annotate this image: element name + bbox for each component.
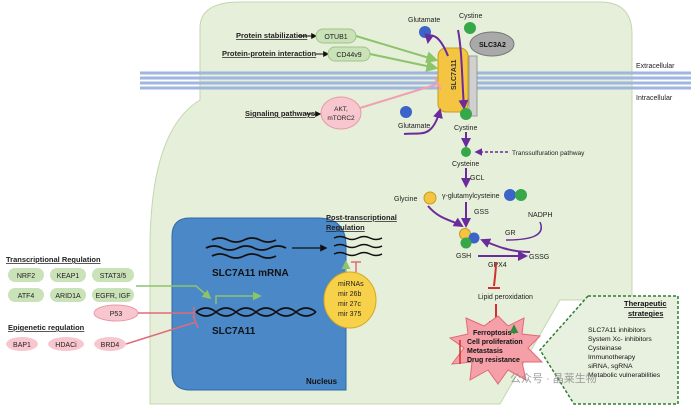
mirna-27c: mir 27c xyxy=(338,301,361,308)
glutamate-top-molecule xyxy=(419,26,431,38)
therapeutic-item: SLC7A11 inhibitors xyxy=(588,327,646,334)
gcl-label: GCL xyxy=(470,175,485,182)
slc3a2-subunit xyxy=(469,31,515,57)
protein-stabilization-label: Protein stabilization xyxy=(236,31,308,40)
akt-label: AKT, xyxy=(334,106,348,113)
tf-arid1a: ARID1A xyxy=(55,293,81,300)
p53-label: P53 xyxy=(110,311,123,318)
tf-keap1: KEAP1 xyxy=(57,273,80,280)
cystine-top-label: Cystine xyxy=(459,13,482,20)
slc3a2-stalk xyxy=(468,55,478,117)
therapeutic-item: siRNA, sgRNA xyxy=(588,363,633,370)
tf-stat35: STAT3/5 xyxy=(100,273,127,280)
mirna-label: miRNAs xyxy=(338,281,364,288)
cd44v9-label: CD44v9 xyxy=(336,52,361,59)
glutamate-in-label: Glutamate xyxy=(398,123,430,130)
gpx4-label: GPX4 xyxy=(488,262,507,269)
epigenetic-factors: BAP1 HDACi BRD4 xyxy=(6,337,126,351)
cysteine-label: Cysteine xyxy=(452,161,479,168)
mrna-label: SLC7A11 mRNA xyxy=(212,268,289,279)
gsh-label: GSH xyxy=(456,253,471,260)
therapeutic-title-1: Therapeutic xyxy=(624,299,667,308)
transsulfuration-label: Transsulfuration pathway xyxy=(512,150,585,157)
cysteine-molecule xyxy=(461,147,471,157)
glutamate-top-label: Glutamate xyxy=(408,17,440,24)
nadph-label: NADPH xyxy=(528,212,553,219)
post-transcriptional-title-2: Regulation xyxy=(326,223,365,232)
tf-egfr-igf: EGFR, IGF xyxy=(96,293,131,300)
epigenetic-title: Epigenetic regulation xyxy=(8,323,85,332)
cystine-in-label: Cystine xyxy=(454,125,477,132)
extracellular-label: Extracellular xyxy=(636,63,675,70)
gamma-glutamylcysteine-label: γ-glutamylcysteine xyxy=(442,193,500,200)
mirna-375: mir 375 xyxy=(338,311,361,318)
outcome-cell-proliferation: Cell proliferation xyxy=(467,339,523,346)
cell-membrane xyxy=(140,71,691,90)
gamma-gc-cysteine xyxy=(515,189,527,201)
outcome-metastasis: Metastasis xyxy=(467,348,503,355)
mirna-26b: mir 26b xyxy=(338,291,361,298)
epi-bap1: BAP1 xyxy=(13,342,31,349)
glycine-label: Glycine xyxy=(394,196,417,203)
post-transcriptional-title-1: Post-transcriptional xyxy=(326,213,397,222)
therapeutic-item: Cysteinase xyxy=(588,345,622,352)
transcription-factors: NRF2 KEAP1 STAT3/5 ATF4 ARID1A EGFR, IGF xyxy=(8,268,134,302)
therapeutic-list: SLC7A11 inhibitors System Xc- inhibitors… xyxy=(588,327,661,379)
cytoplasmic-mrna xyxy=(333,235,383,257)
therapeutic-item: System Xc- inhibitors xyxy=(588,336,652,343)
gssg-label: GSSG xyxy=(529,254,549,261)
transcriptional-title: Transcriptional Regulation xyxy=(6,255,101,264)
signaling-pathways-label: Signaling pathways xyxy=(245,109,315,118)
watermark: 公众号 · 晶莱生物 xyxy=(510,371,597,385)
therapeutic-title-2: strategies xyxy=(628,309,663,318)
otub1-label: OTUB1 xyxy=(324,34,347,41)
lipid-peroxidation-label: Lipid peroxidation xyxy=(478,294,533,301)
outcome-ferroptosis: Ferroptosis xyxy=(473,330,512,337)
slc3a2-label: SLC3A2 xyxy=(479,42,506,49)
mirna-node xyxy=(323,271,377,329)
therapeutic-item: Immunotherapy xyxy=(588,354,636,361)
gamma-gc-glutamate xyxy=(504,189,516,201)
mrna-strands xyxy=(205,237,287,259)
gsh-glutamate xyxy=(468,232,480,244)
gene-label: SLC7A11 xyxy=(212,326,256,337)
glycine-molecule xyxy=(423,191,437,205)
intracellular-label: Intracellular xyxy=(636,95,673,102)
protein-interaction-label: Protein-protein interaction xyxy=(222,49,317,58)
dna-helix xyxy=(195,307,317,317)
outcome-burst xyxy=(448,315,544,385)
slc7a11-transporter-label: SLC7A11 xyxy=(451,60,458,90)
glutamate-in-molecule xyxy=(400,106,412,118)
gss-label: GSS xyxy=(474,209,489,216)
cystine-in-molecule xyxy=(460,108,472,120)
gsh-cysteine xyxy=(460,237,472,249)
epi-brd4: BRD4 xyxy=(101,342,120,349)
therapeutic-item: Metabolic vulnerabilities xyxy=(588,372,661,379)
therapeutic-panel xyxy=(539,295,679,405)
nucleus xyxy=(171,217,347,391)
gr-label: GR xyxy=(505,230,516,237)
outcome-drug-resistance: Drug resistance xyxy=(467,357,520,364)
tf-atf4: ATF4 xyxy=(18,293,35,300)
epi-hdaci: HDACi xyxy=(55,342,77,349)
akt-mtorc2-node xyxy=(320,96,362,130)
slc7a11-transporter xyxy=(437,47,469,113)
tf-nrf2: NRF2 xyxy=(17,273,35,280)
cystine-top-molecule xyxy=(464,22,476,34)
mtorc2-label: mTORC2 xyxy=(327,115,355,122)
nucleus-label: Nucleus xyxy=(306,377,338,386)
